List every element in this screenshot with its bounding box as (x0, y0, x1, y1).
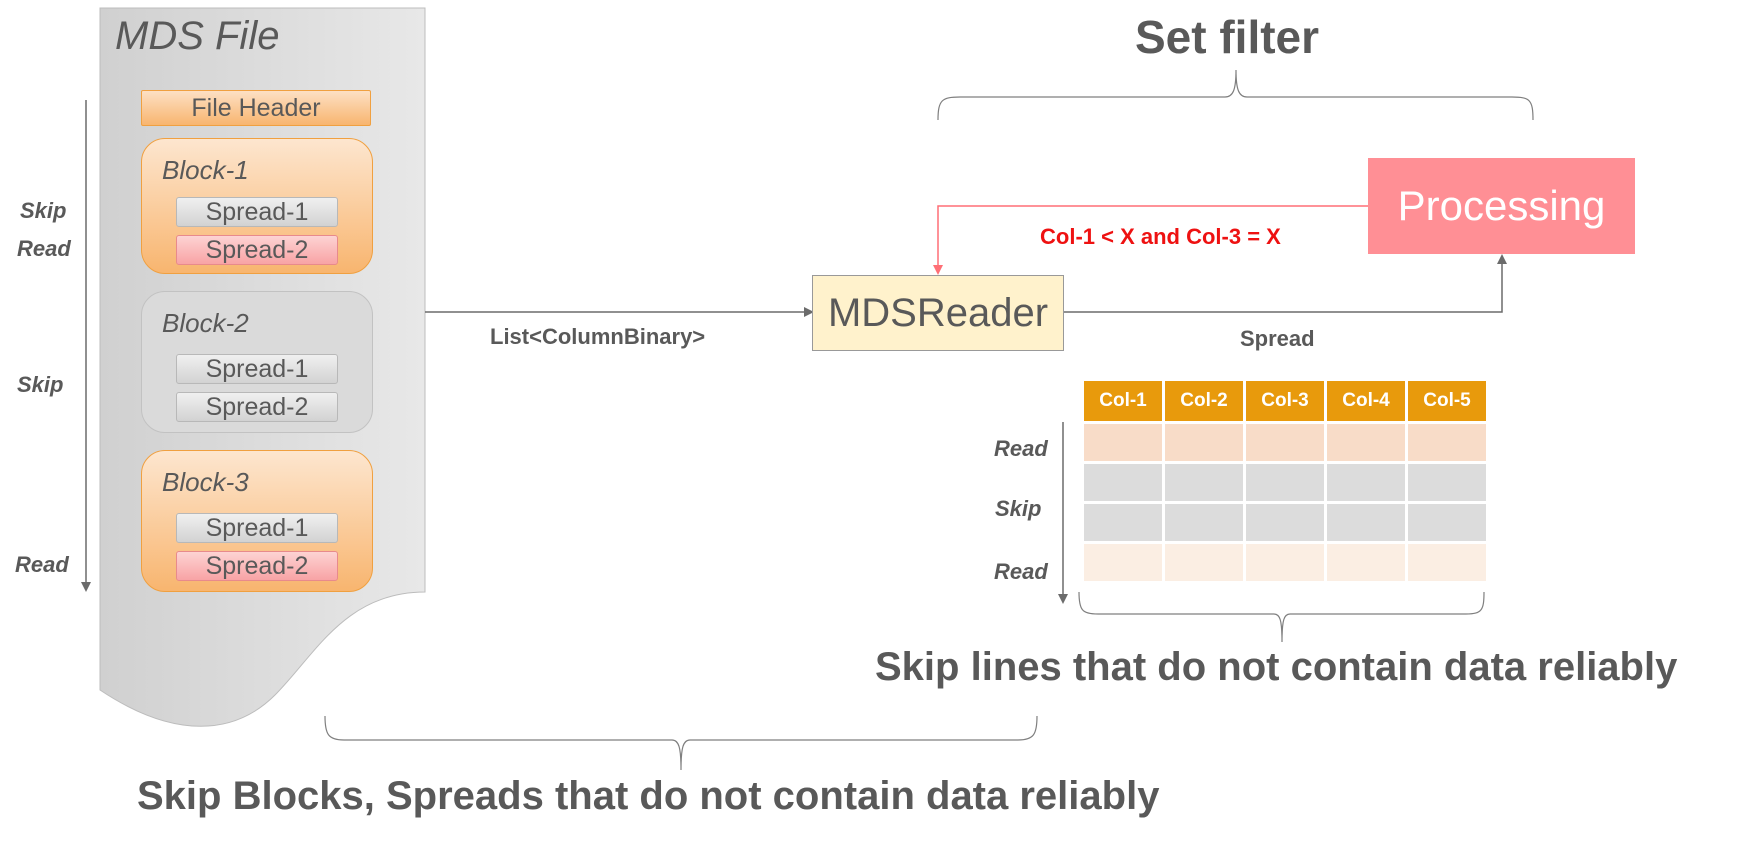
block-3-spread-1: Spread-1 (176, 513, 338, 543)
table-row (1084, 424, 1486, 461)
list-column-binary-label: List<ColumnBinary> (490, 324, 706, 349)
processing-box: Processing (1368, 158, 1635, 254)
table-cell (1408, 544, 1486, 581)
side-label-read-1: Read (17, 236, 71, 261)
column-header: Col-2 (1165, 381, 1243, 421)
table-cell (1084, 544, 1162, 581)
table-cell (1327, 544, 1405, 581)
mds-reader-box: MDSReader (812, 275, 1064, 351)
block-1-title: Block-1 (162, 155, 249, 185)
table-cell (1327, 504, 1405, 541)
table-row (1084, 504, 1486, 541)
table-cell (1084, 424, 1162, 461)
block-3-title: Block-3 (162, 467, 249, 497)
block-1-spread-2: Spread-2 (176, 235, 338, 265)
table-cell (1084, 504, 1162, 541)
table-cell (1246, 504, 1324, 541)
block-1-spread-1: Spread-1 (176, 197, 338, 227)
table-cell (1165, 504, 1243, 541)
side-label-read-2: Read (15, 552, 69, 577)
table-cell (1165, 544, 1243, 581)
set-filter-title: Set filter (1135, 11, 1320, 63)
column-header: Col-4 (1327, 381, 1405, 421)
table-row-label-read-1: Read (994, 436, 1048, 461)
column-header: Col-3 (1246, 381, 1324, 421)
table-header-row: Col-1 Col-2 Col-3 Col-4 Col-5 (1084, 381, 1486, 421)
table-cell (1327, 464, 1405, 501)
table-row-label-skip: Skip (995, 496, 1042, 521)
mds-file-title: MDS File (115, 14, 280, 58)
filter-arrow (933, 205, 1368, 275)
side-label-skip-2: Skip (17, 372, 64, 397)
skip-blocks-caption: Skip Blocks, Spreads that do not contain… (137, 774, 1160, 818)
table-row (1084, 544, 1486, 581)
side-label-skip-1: Skip (20, 198, 67, 223)
bottom-brace (324, 715, 1038, 771)
filter-expression: Col-1 < X and Col-3 = X (1040, 224, 1281, 249)
skip-lines-caption: Skip lines that do not contain data reli… (875, 645, 1678, 689)
table-cell (1408, 464, 1486, 501)
block-2: Block-2 Spread-1 Spread-2 (141, 291, 373, 433)
block-3-spread-2: Spread-2 (176, 551, 338, 581)
file-header-box: File Header (141, 90, 371, 126)
block-1: Block-1 Spread-1 Spread-2 (141, 138, 373, 274)
table-cell (1165, 424, 1243, 461)
table-row-label-read-2: Read (994, 559, 1048, 584)
table-cell (1246, 424, 1324, 461)
block-2-title: Block-2 (162, 308, 249, 338)
table-cell (1165, 464, 1243, 501)
reader-to-processing-arrow (1064, 254, 1507, 313)
set-filter-brace (937, 69, 1534, 121)
spread-table: Col-1 Col-2 Col-3 Col-4 Col-5 (1081, 378, 1489, 584)
table-cell (1408, 424, 1486, 461)
table-brace (1078, 591, 1485, 643)
column-header: Col-1 (1084, 381, 1162, 421)
table-cell (1246, 544, 1324, 581)
block-3: Block-3 Spread-1 Spread-2 (141, 450, 373, 592)
table-cell (1408, 504, 1486, 541)
table-cell (1327, 424, 1405, 461)
block-2-spread-2: Spread-2 (176, 392, 338, 422)
table-row (1084, 464, 1486, 501)
table-cell (1246, 464, 1324, 501)
table-cell (1084, 464, 1162, 501)
column-header: Col-5 (1408, 381, 1486, 421)
block-2-spread-1: Spread-1 (176, 354, 338, 384)
spread-label: Spread (1240, 326, 1315, 351)
